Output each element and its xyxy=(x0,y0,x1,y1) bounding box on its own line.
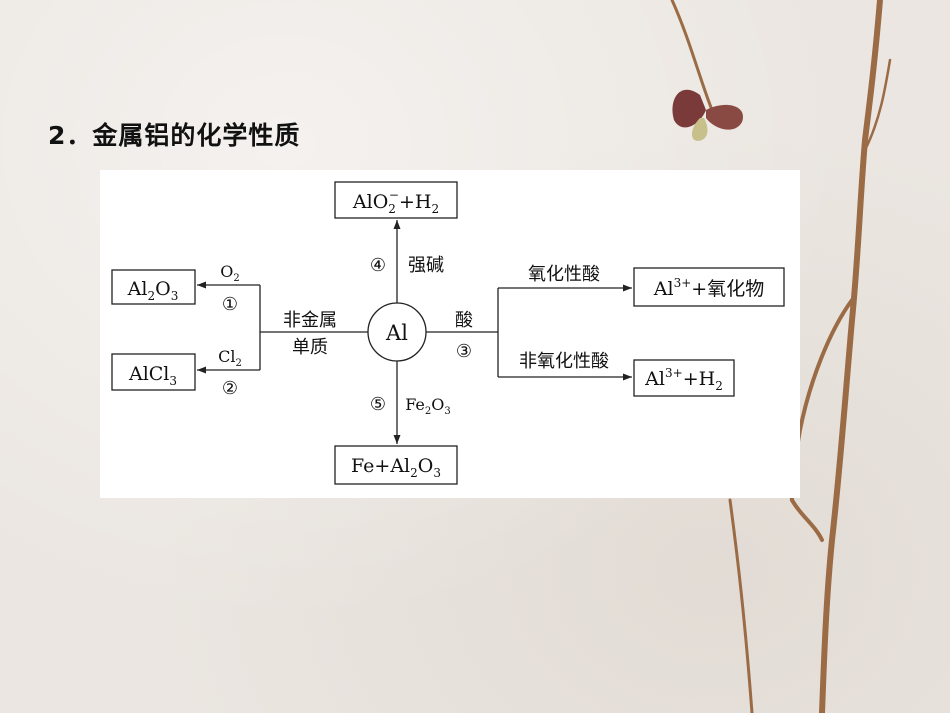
product-box-bottom xyxy=(334,445,458,485)
marker-4: ④ xyxy=(370,255,386,276)
label-cl2: Cl2 xyxy=(218,347,242,369)
label-oxidizing-acid: 氧化性酸 xyxy=(528,264,600,285)
product-top-text: AlO2−+H2 xyxy=(352,188,439,216)
product-right-bottom-text: Al3++H2 xyxy=(644,366,723,393)
aluminum-label: Al xyxy=(385,321,408,345)
product-right-top-text: Al3++氧化物 xyxy=(653,276,764,300)
label-nonoxidizing-acid: 非氧化性酸 xyxy=(519,351,609,372)
product-box-alcl3 xyxy=(111,353,196,391)
section-heading: 2．金属铝的化学性质 xyxy=(48,121,301,150)
label-acid: 酸 xyxy=(455,310,473,331)
marker-1: ① xyxy=(222,294,238,315)
label-o2: O2 xyxy=(220,262,240,284)
label-nonmetal-line1: 非金属 xyxy=(283,310,337,331)
label-nonmetal-line2: 单质 xyxy=(292,337,328,358)
reaction-diagram: Al AlO2−+H2 Al2O3 AlCl3 Fe+Al2O3 Al3++氧化… xyxy=(111,181,785,485)
product-box-al2o3 xyxy=(111,269,196,305)
label-fe2o3: Fe2O3 xyxy=(405,395,451,417)
marker-2: ② xyxy=(222,378,238,399)
label-strong-base: 强碱 xyxy=(408,255,444,276)
butterfly-icon xyxy=(672,89,743,141)
product-box-top xyxy=(334,181,458,219)
diagram-panel: Al AlO2−+H2 Al2O3 AlCl3 Fe+Al2O3 Al3++氧化… xyxy=(100,170,800,498)
marker-5: ⑤ xyxy=(370,394,386,415)
marker-3: ③ xyxy=(456,341,472,362)
product-box-right-top xyxy=(633,267,785,307)
aluminum-node xyxy=(367,302,427,362)
product-box-right-bottom xyxy=(633,359,735,397)
product-bottom-text: Fe+Al2O3 xyxy=(351,455,441,480)
product-alcl3-text: AlCl3 xyxy=(128,363,177,388)
